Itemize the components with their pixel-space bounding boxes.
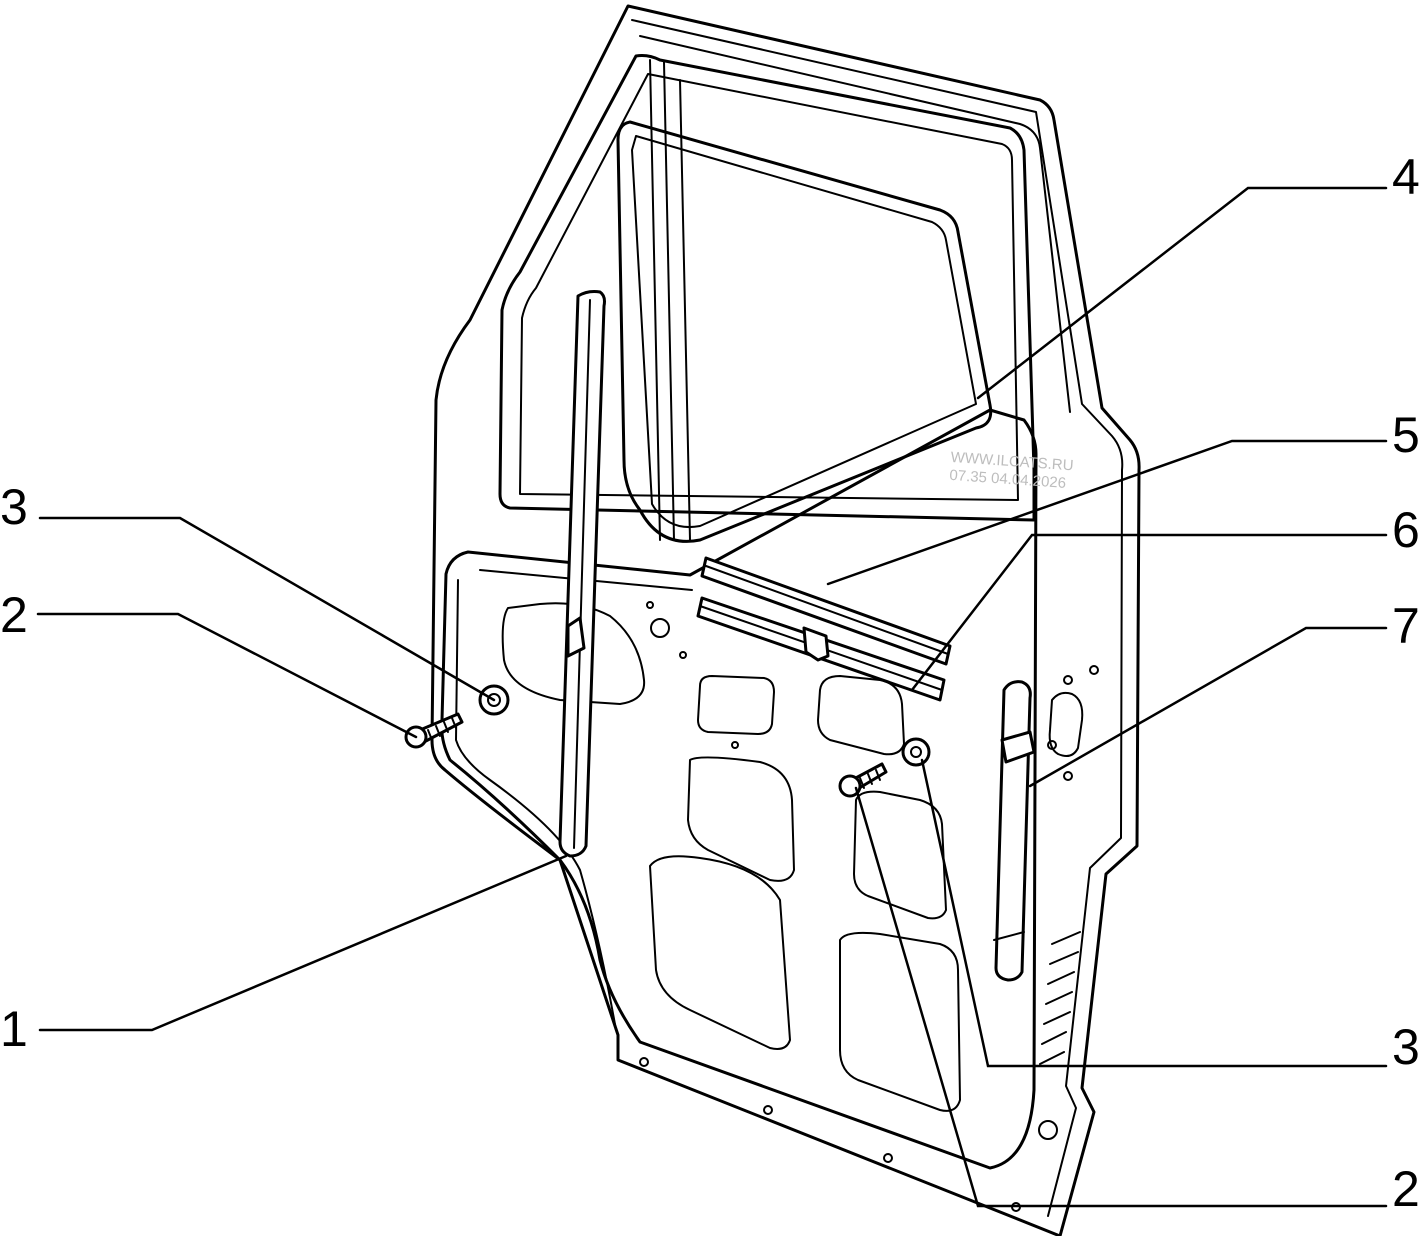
panel-hole bbox=[1063, 771, 1073, 781]
guide-channel-bracket bbox=[566, 616, 586, 658]
window-frame-inner bbox=[519, 73, 1019, 501]
grommet-right-outer bbox=[901, 737, 931, 767]
door-outer-inner-edge bbox=[631, 19, 1124, 1217]
panel-hole bbox=[650, 618, 670, 638]
callout-5: 5 bbox=[1392, 407, 1420, 463]
part-7-rear-guide bbox=[993, 680, 1036, 982]
guide-channel-groove bbox=[573, 299, 591, 849]
part-6-outer-belt-strip bbox=[696, 596, 946, 702]
callout-labels: 1 2 3 4 5 6 7 3 2 bbox=[0, 149, 1420, 1217]
leader-7 bbox=[1028, 626, 1388, 788]
vent-slots bbox=[1039, 931, 1081, 1065]
part-2-screw-left bbox=[404, 712, 464, 749]
window-frame-outer bbox=[498, 54, 1036, 522]
panel-hole bbox=[646, 601, 654, 609]
inner-belt-strip-line bbox=[705, 565, 949, 655]
recess-lower-left bbox=[649, 855, 791, 1050]
grommet-left-inner bbox=[487, 693, 501, 707]
recess-upper-right bbox=[817, 675, 905, 756]
watermark: WWW.ILCATS.RU 07.35 04.04.2026 bbox=[949, 449, 1074, 492]
leader-3-right bbox=[920, 758, 1388, 1068]
recess-lower-right bbox=[839, 931, 961, 1112]
callout-2-right: 2 bbox=[1392, 1161, 1420, 1217]
panel-hole bbox=[883, 1153, 893, 1163]
screw-left-thread bbox=[427, 717, 457, 741]
leader-2-left bbox=[36, 612, 418, 739]
panel-hole bbox=[1089, 665, 1099, 675]
callout-1: 1 bbox=[0, 1001, 28, 1057]
recess-upper-left bbox=[501, 602, 646, 705]
door-flange-line bbox=[639, 35, 1071, 413]
panel-hole bbox=[679, 651, 687, 659]
panel-hole bbox=[639, 1057, 649, 1067]
panel-hole bbox=[763, 1105, 773, 1115]
callout-3-left: 3 bbox=[0, 479, 28, 535]
grommet-right-inner bbox=[910, 746, 922, 758]
leader-3-left bbox=[38, 516, 496, 702]
part-3-grommet-right bbox=[901, 737, 931, 767]
leader-1 bbox=[38, 854, 568, 1032]
screw-right-thread bbox=[859, 769, 881, 789]
rear-guide-clip bbox=[1000, 730, 1036, 764]
recess-handle bbox=[697, 675, 775, 735]
callout-3-right: 3 bbox=[1392, 1019, 1420, 1075]
leader-2-right bbox=[854, 786, 1388, 1208]
recess-middle bbox=[687, 756, 795, 882]
outer-belt-strip-clip bbox=[802, 626, 830, 662]
part-5-inner-belt-strip bbox=[700, 556, 952, 666]
panel-hole bbox=[731, 741, 739, 749]
latch-cutout bbox=[1048, 691, 1084, 757]
part-1-guide-channel bbox=[558, 290, 606, 858]
part-2-screw-right bbox=[838, 762, 888, 798]
screw-right-head bbox=[838, 774, 862, 798]
callout-4: 4 bbox=[1392, 149, 1420, 205]
part-4-glass bbox=[616, 120, 993, 543]
panel-hole bbox=[1063, 675, 1073, 685]
glass-edge-inner bbox=[631, 135, 977, 528]
glass-outline bbox=[616, 120, 993, 543]
leader-4 bbox=[976, 186, 1388, 400]
panel-hole bbox=[1038, 1120, 1058, 1140]
inner-belt-strip-body bbox=[700, 556, 952, 666]
leader-lines bbox=[36, 186, 1388, 1208]
callout-6: 6 bbox=[1392, 502, 1420, 558]
callout-7: 7 bbox=[1392, 598, 1420, 654]
rear-guide-sleeve bbox=[993, 931, 1025, 941]
inner-panel-outline bbox=[440, 408, 1038, 1170]
recess-right-mid bbox=[853, 790, 947, 920]
leader-6 bbox=[910, 533, 1388, 692]
callout-2-left: 2 bbox=[0, 587, 28, 643]
leader-5 bbox=[826, 439, 1388, 586]
